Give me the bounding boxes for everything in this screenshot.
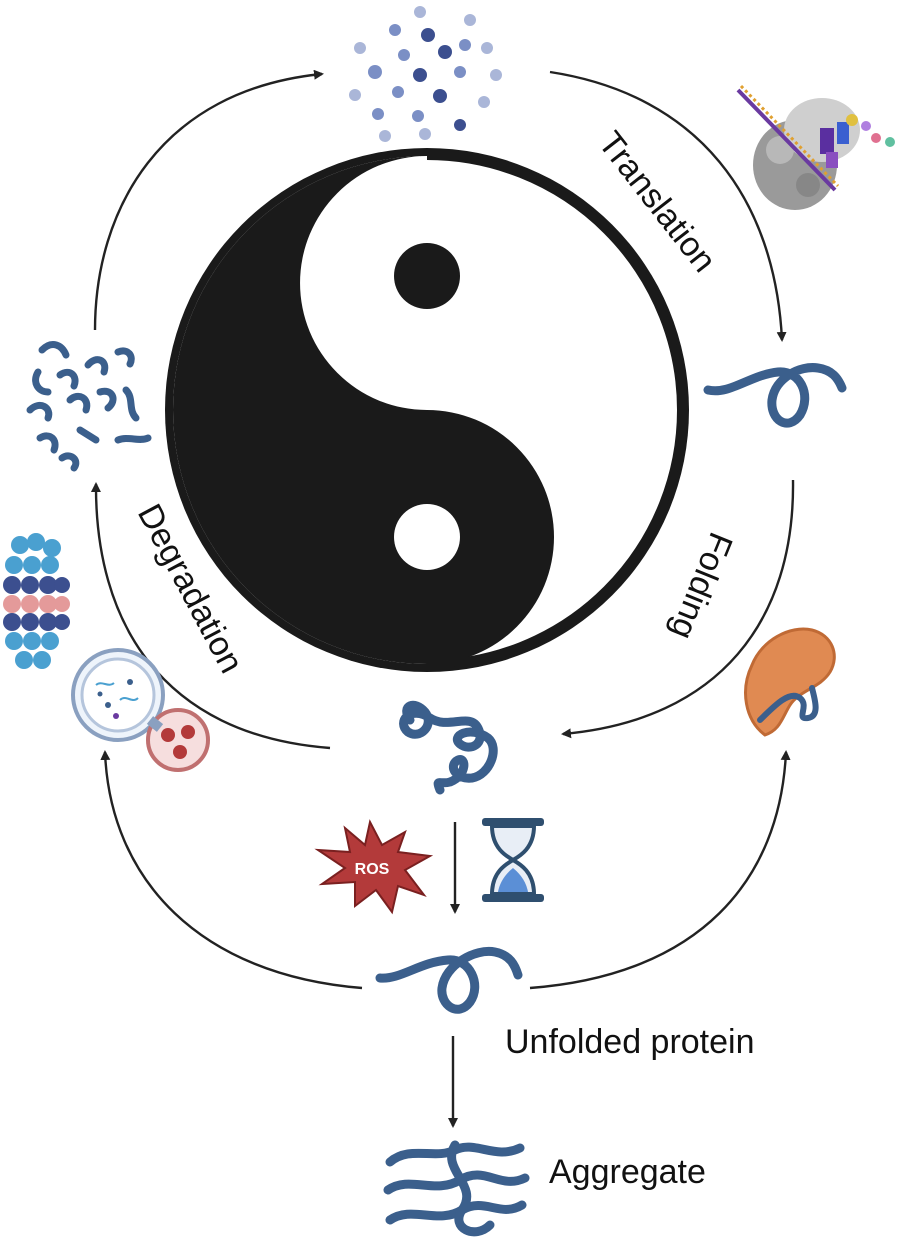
nascent-chain-icon xyxy=(703,363,847,428)
yin-yang-icon xyxy=(165,148,689,672)
unfolded-protein-label: Unfolded protein xyxy=(505,1023,755,1061)
ribosome-icon xyxy=(736,84,895,210)
arrow-translation xyxy=(549,70,787,342)
cycle-arrows xyxy=(90,69,795,1128)
chaperone-icon xyxy=(744,627,836,737)
ros-label: ROS xyxy=(355,861,390,878)
arrow-folding xyxy=(561,479,795,739)
aggregate-icon xyxy=(383,1140,530,1237)
arrow-unfolded-to-refolding xyxy=(529,750,791,990)
aggregate-label: Aggregate xyxy=(549,1153,706,1191)
hourglass-icon xyxy=(482,818,544,902)
autophagy-lysosome-icon xyxy=(71,648,210,772)
ros-icon: ROS xyxy=(314,819,434,915)
arrow-unfolded-to-degradation xyxy=(100,750,363,990)
proteasome-icon xyxy=(3,533,70,669)
folded-protein-icon xyxy=(399,700,498,795)
amino-acid-pool-icon xyxy=(349,6,502,142)
arrow-to-amino-acids xyxy=(93,69,324,331)
peptide-fragments-icon xyxy=(26,341,152,472)
folding-label: Folding xyxy=(663,527,740,645)
unfolded-protein-icon xyxy=(375,946,523,1014)
